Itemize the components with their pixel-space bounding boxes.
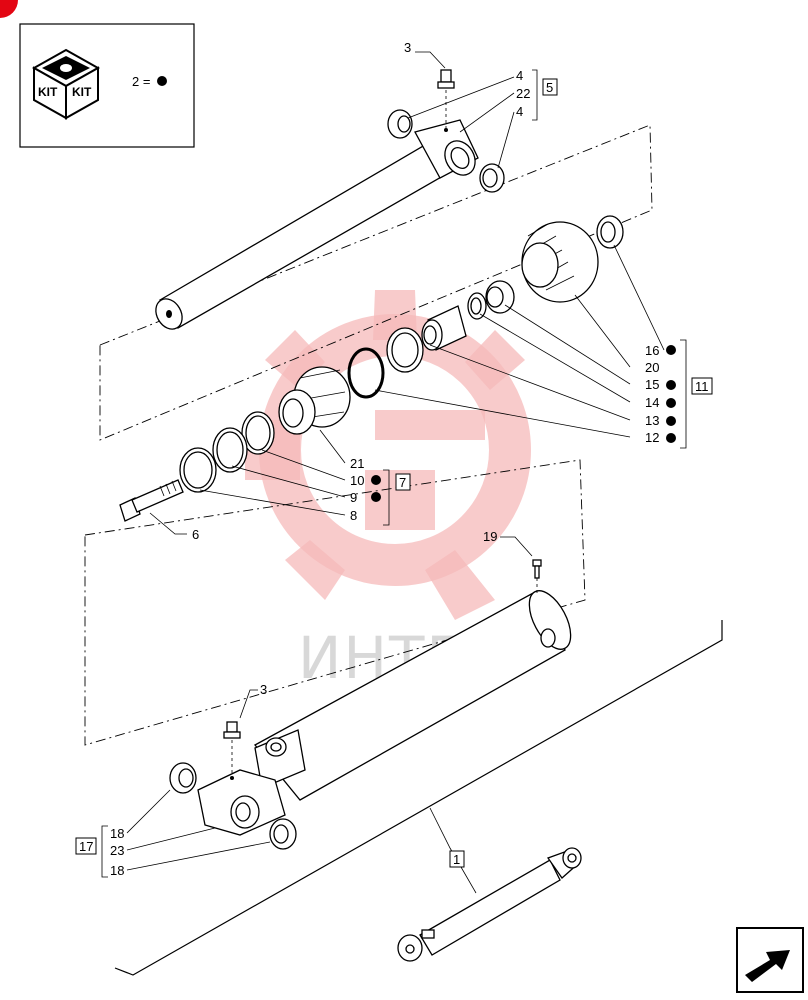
legend-equation: 2 = [132,74,150,89]
callout-11: 11 [695,379,709,394]
assembly-bracket-line [114,620,723,976]
callout-box-11 [691,377,713,395]
arrow-back-icon[interactable] [736,927,804,993]
callout-14: 14 [645,395,659,410]
leader-1 [429,807,477,894]
backup-ring [421,305,467,351]
watermark-gear-icon [245,290,531,620]
callout-17: 17 [79,839,93,854]
rod-seal [467,292,487,320]
bushing-bottom-left [169,762,197,794]
wiper-ring [596,215,624,249]
callout-18-b: 18 [110,863,124,878]
callout-7: 7 [399,475,406,490]
kit-label-right: KIT [72,85,92,99]
bushing-bottom-right [269,818,297,850]
callout-6: 6 [192,527,199,542]
callout-3-top: 3 [404,40,411,55]
upper-dashed-frame [99,124,653,441]
callout-12: 12 [645,430,659,445]
kit-dot-10 [371,475,381,485]
corner-badge [0,0,18,18]
cylinder-barrel [197,590,572,836]
callout-box-17 [75,837,97,855]
callout-21: 21 [350,456,364,471]
kit-marker-dot [157,76,167,86]
callout-4-a: 4 [516,68,523,83]
callout-22: 22 [516,86,530,101]
callout-1: 1 [453,852,460,867]
kit-label-left: KIT [38,85,58,99]
kit-dot-15 [666,380,676,390]
assembled-cylinder-thumbnail [397,847,582,962]
callout-19: 19 [483,529,497,544]
kit-dot-16 [666,345,676,355]
kit-dot-9 [371,492,381,502]
callout-9: 9 [350,490,357,505]
kit-box-icon [31,48,101,120]
kit-dot-12 [666,433,676,443]
callout-13: 13 [645,413,659,428]
callout-4-b: 4 [516,104,523,119]
bolt [119,479,184,522]
callout-box-1 [449,850,465,868]
callout-3-bottom: 3 [260,682,267,697]
callout-5: 5 [546,80,553,95]
piston [278,366,351,435]
leader-lines [101,51,687,878]
middle-dashed-frame [84,459,586,746]
callout-15: 15 [645,377,659,392]
o-ring-large [386,327,424,373]
grease-fitting-top [437,69,455,128]
callout-box-5 [542,78,558,96]
kit-dot-13 [666,416,676,426]
callout-16: 16 [645,343,659,358]
kit-dot-14 [666,398,676,408]
callout-10: 10 [350,473,364,488]
callout-20: 20 [645,360,659,375]
screw-19 [532,559,542,596]
o-ring-black [347,347,385,399]
piston-seal-ring-10 [212,427,248,473]
gland-nut [521,221,599,303]
callout-8: 8 [350,508,357,523]
grease-fitting-bottom [223,721,241,776]
piston-seal-ring-9 [179,447,217,493]
bushing-top-right [479,163,505,193]
piston-seal-ring-21 [241,411,275,455]
guide-ring [485,280,515,314]
callout-box-7 [395,473,411,491]
piston-rod [155,119,479,330]
callout-18-a: 18 [110,826,124,841]
bushing-top-left [387,109,413,139]
callout-23: 23 [110,843,124,858]
